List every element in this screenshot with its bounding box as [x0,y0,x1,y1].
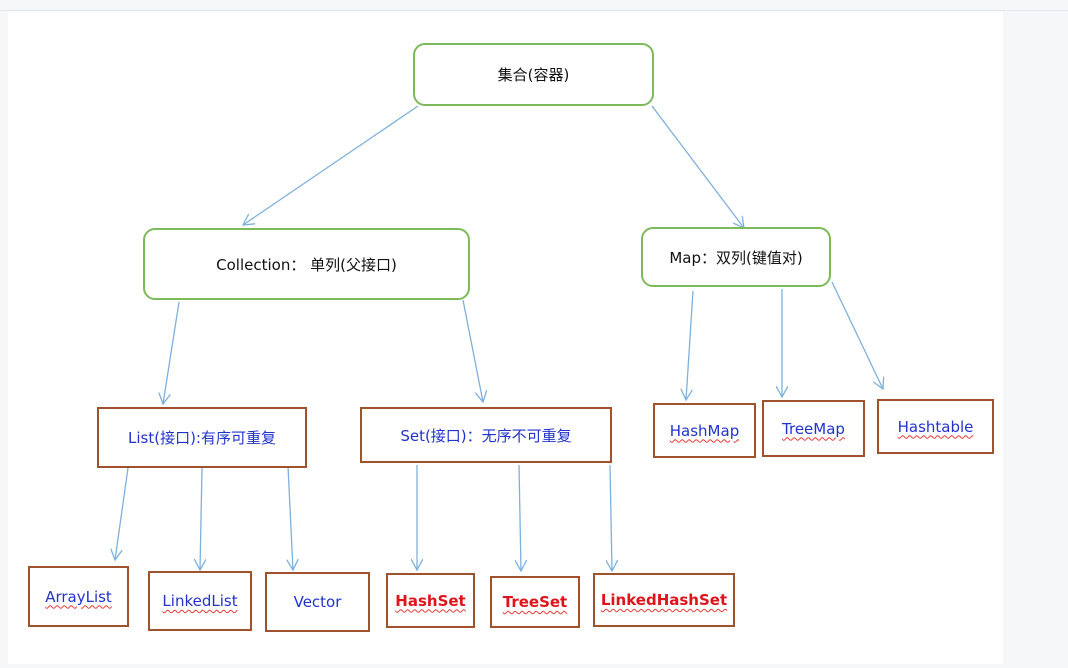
node-hashset: HashSet [386,573,475,628]
page-top-divider [0,10,1068,11]
node-hashtable: Hashtable [877,399,994,454]
node-treeset-label: TreeSet [502,593,568,611]
node-arraylist-label: ArrayList [45,587,112,606]
node-collection-label: Collection： 单列(父接口) [216,255,397,274]
node-list-interface: List(接口):有序可重复 [97,407,307,468]
node-list-label: List(接口):有序可重复 [128,429,276,447]
node-treeset: TreeSet [490,576,580,628]
node-treemap-label: TreeMap [782,419,845,438]
node-root-label: 集合(容器) [497,66,570,84]
node-treemap: TreeMap [762,400,865,457]
node-linkedhashset-label: LinkedHashSet [600,591,728,609]
diagram-canvas [8,12,1003,664]
node-arraylist: ArrayList [28,566,129,627]
node-map-interface: Map：双列(键值对) [641,227,831,287]
node-linkedlist: LinkedList [148,571,252,631]
node-vector: Vector [265,572,370,632]
node-hashmap: HashMap [653,403,756,458]
node-map-label: Map：双列(键值对) [669,248,803,267]
node-hashmap-label: HashMap [669,421,740,440]
node-root-collection: 集合(容器) [413,43,654,106]
node-linkedlist-label: LinkedList [162,592,238,610]
node-set-interface: Set(接口)：无序不可重复 [360,407,612,463]
node-hashset-label: HashSet [395,591,466,610]
node-linkedhashset: LinkedHashSet [593,573,735,627]
node-vector-label: Vector [293,593,342,611]
node-collection-interface: Collection： 单列(父接口) [143,228,470,300]
node-set-label: Set(接口)：无序不可重复 [400,426,572,445]
node-hashtable-label: Hashtable [897,417,974,436]
